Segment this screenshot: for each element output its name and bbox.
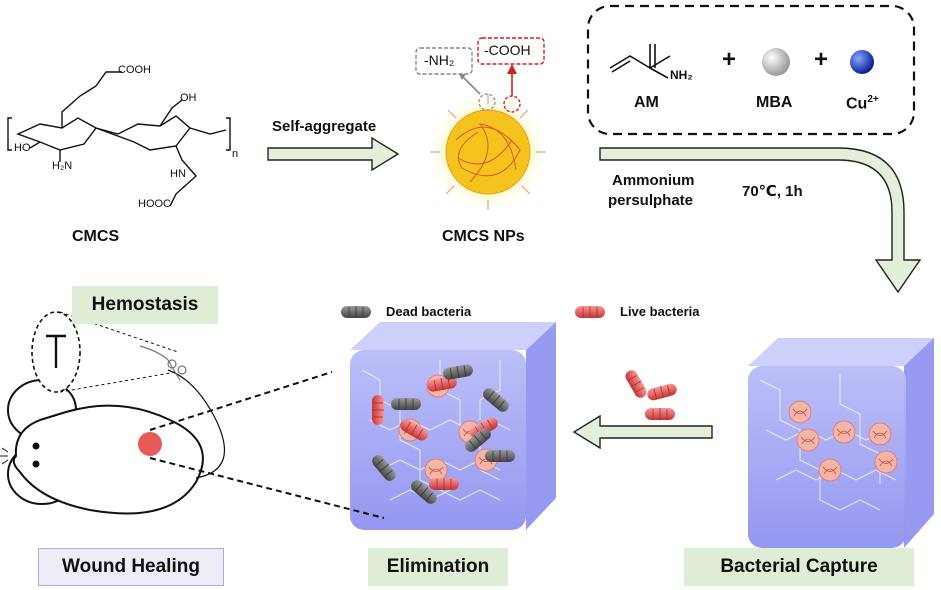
temp-time-label: 70℃, 1h (742, 183, 803, 200)
cmcs-label: CMCS (72, 228, 120, 245)
cu-sphere (850, 50, 874, 74)
wound-healing-box: Wound Healing (38, 548, 224, 586)
self-aggregate-label: Self-aggregate (272, 118, 377, 135)
initiator-line-2: persulphate (608, 192, 694, 209)
mba-label: MBA (756, 94, 793, 111)
live-bacteria-legend-icon (574, 305, 606, 319)
polymerization-arrow (599, 147, 922, 294)
cu-charge: 2+ (867, 94, 879, 105)
hydrogel-capture (748, 338, 934, 548)
am-structure (609, 44, 671, 79)
cmcs-hooc-label: HOOC (138, 198, 171, 210)
nh2-group-label: -NH₂ (424, 52, 455, 68)
hemostasis-magnifier (31, 311, 187, 393)
incoming-bacteria-2 (645, 381, 679, 403)
am-label: AM (634, 94, 659, 111)
dead-bacteria-legend: Dead bacteria (386, 304, 472, 319)
cmcs-oh-label: OH (180, 92, 197, 104)
mouse-illustration (0, 369, 225, 515)
zoom-lines (149, 371, 385, 519)
initiator-line-1: Ammonium (612, 172, 695, 189)
cmcs-nh2-label: H₂N (52, 160, 73, 172)
capture-arrow (572, 414, 713, 450)
wound-spot (138, 432, 162, 456)
cmcs-structure (7, 71, 231, 207)
cmcs-ho-label: HO (14, 142, 31, 154)
incoming-bacteria-3 (644, 407, 676, 421)
cmcs-nps-label: CMCS NPs (442, 228, 525, 245)
plus-2: + (814, 46, 829, 73)
live-bacteria-legend: Live bacteria (620, 304, 700, 319)
bacterial-capture-box: Bacterial Capture (684, 548, 914, 586)
self-aggregate-arrow (267, 136, 400, 172)
am-nh2-label: NH₂ (670, 68, 693, 82)
plus-1: + (722, 46, 737, 73)
cu-symbol: Cu (846, 95, 868, 113)
cmcs-nanoparticle (415, 37, 546, 210)
dead-bacteria-legend-icon (340, 305, 372, 319)
mba-sphere (762, 48, 790, 76)
hemostasis-box: Hemostasis (72, 286, 218, 324)
cmcs-n-subscript: n (232, 148, 239, 160)
cmcs-hn-label: HN (170, 168, 186, 180)
cooh-group-label: -COOH (484, 42, 531, 58)
elimination-box: Elimination (368, 548, 508, 586)
cu-label: Cu2+ (846, 94, 879, 113)
hydrogel-elimination (350, 322, 556, 530)
incoming-bacteria-1 (622, 367, 650, 401)
cmcs-cooh-top-label: COOH (118, 64, 151, 76)
reagents-box (586, 4, 916, 136)
